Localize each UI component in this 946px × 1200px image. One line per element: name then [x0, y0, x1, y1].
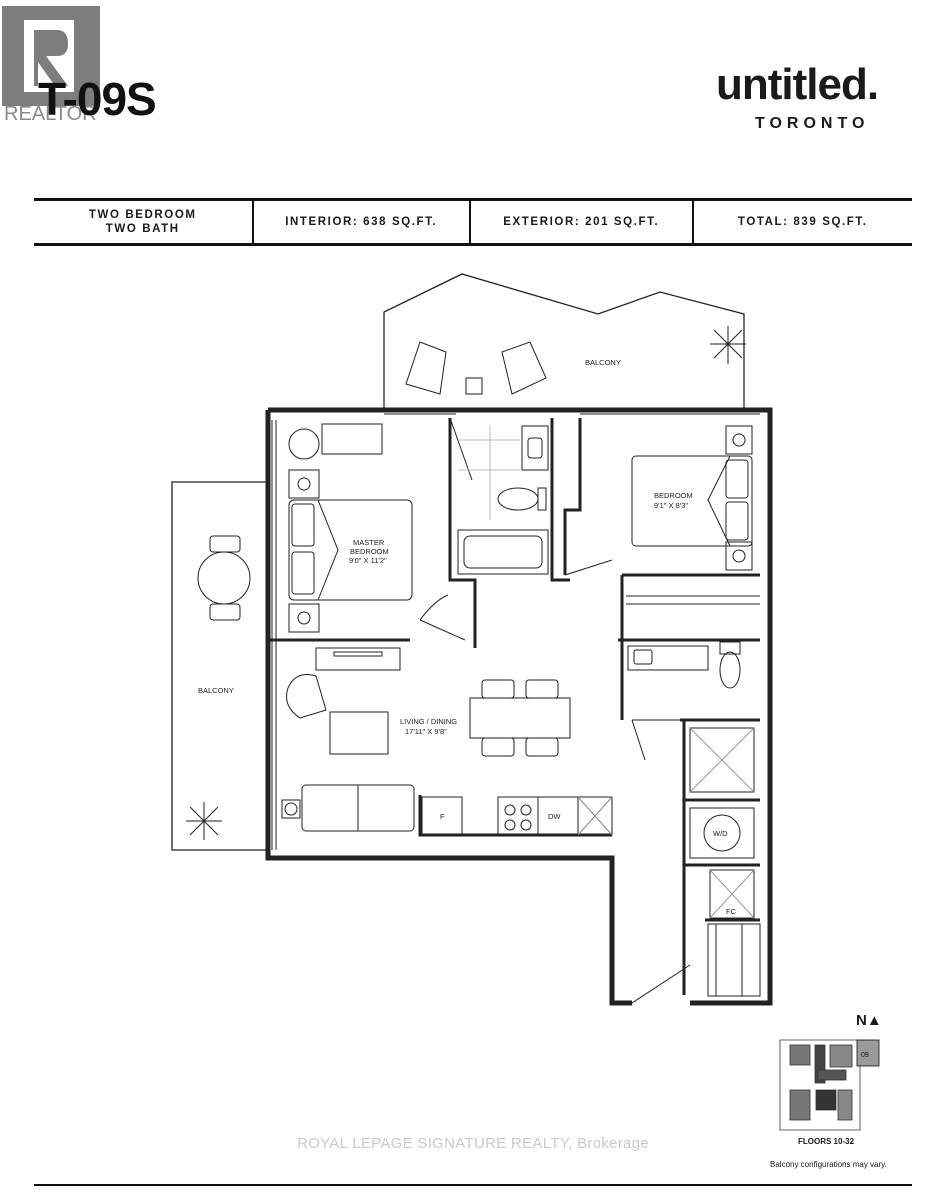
- brand-city: TORONTO: [755, 115, 870, 132]
- north-indicator: N▲: [856, 1012, 882, 1029]
- master-bedroom-dims: 9'0" X 11'2": [349, 556, 387, 565]
- key-plan: [779, 1039, 880, 1131]
- dishwasher-label: DW: [548, 812, 561, 821]
- bottom-rule: [34, 1184, 912, 1186]
- spec-unit-type: TWO BEDROOM TWO BATH: [34, 201, 254, 243]
- realtor-wordmark: REALTOR: [4, 103, 97, 125]
- bedroom-label: BEDROOM: [654, 491, 693, 500]
- realtor-logo: [2, 6, 100, 106]
- spec-bar: TWO BEDROOM TWO BATH INTERIOR: 638 SQ.FT…: [34, 198, 912, 246]
- living-dining-label: LIVING / DINING: [400, 717, 457, 726]
- fridge-label: F: [440, 812, 445, 821]
- spec-exterior: EXTERIOR: 201 SQ.FT.: [471, 201, 694, 243]
- unit-title: T-09S: [38, 73, 157, 125]
- bedroom-dims: 9'1" X 8'3": [654, 501, 688, 510]
- spec-unit-type-line1: TWO BEDROOM: [88, 209, 197, 221]
- brand-logo: untitled.: [716, 60, 879, 109]
- washer-dryer-label: W/D: [713, 829, 728, 838]
- master-bedroom-label-line2: BEDROOM: [350, 547, 389, 556]
- spec-interior: INTERIOR: 638 SQ.FT.: [254, 201, 472, 243]
- spec-unit-type-line2: TWO BATH: [105, 223, 180, 235]
- balcony-side-label: BALCONY: [198, 686, 234, 695]
- living-dining-dims: 17'11" X 9'8": [405, 727, 447, 736]
- balcony-top-label: BALCONY: [585, 358, 621, 367]
- master-bedroom-label-line1: MASTER: [353, 538, 385, 547]
- key-plan-unit: 09: [861, 1052, 869, 1059]
- closet-label: FC: [726, 907, 737, 916]
- exterior-wall: [265, 407, 773, 1006]
- brokerage-watermark: ROYAL LEPAGE SIGNATURE REALTY, Brokerage: [297, 1135, 649, 1152]
- spec-total: TOTAL: 839 SQ.FT.: [737, 216, 868, 228]
- balcony-side-outline: [171, 481, 268, 851]
- key-plan-floors: FLOORS 10-32: [798, 1137, 855, 1146]
- balcony-top-outline: [383, 273, 745, 410]
- key-plan-note: Balcony configurations may vary.: [770, 1160, 887, 1169]
